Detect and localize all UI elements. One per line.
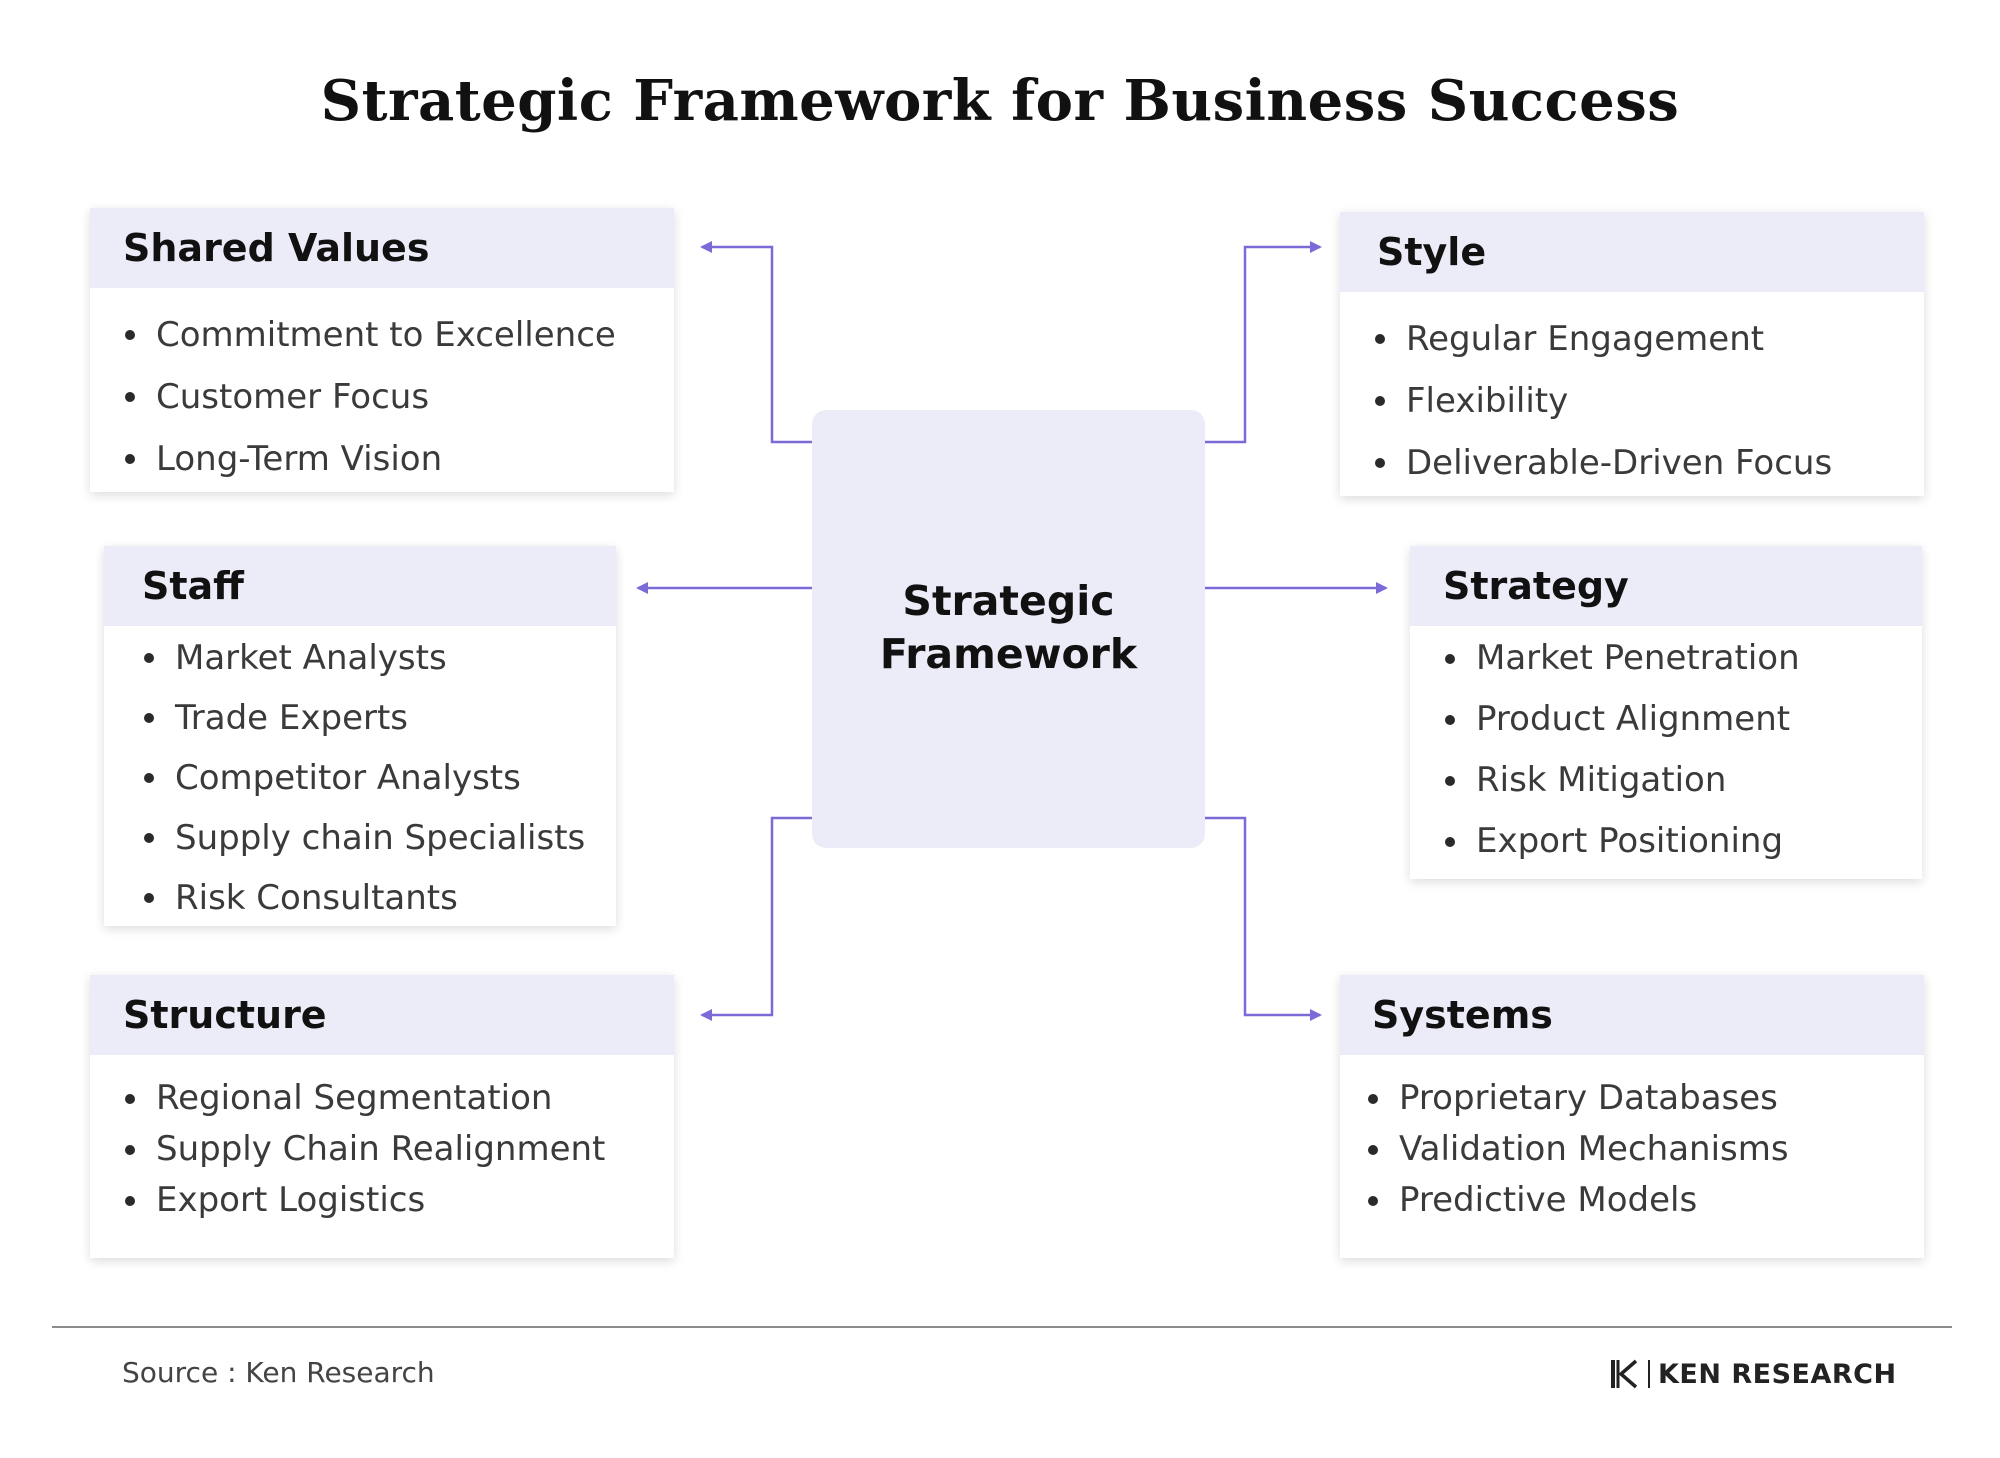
arrow-to-systems bbox=[1205, 816, 1322, 1021]
list-item: Export Positioning bbox=[1443, 811, 1922, 872]
card-list: Regular Engagement Flexibility Deliverab… bbox=[1340, 292, 1924, 494]
card-structure: Structure Regional Segmentation Supply C… bbox=[90, 975, 674, 1258]
logo-text: KEN RESEARCH bbox=[1658, 1358, 1897, 1390]
card-list: Regional Segmentation Supply Chain Reali… bbox=[90, 1055, 674, 1226]
card-strategy: Strategy Market Penetration Product Alig… bbox=[1410, 546, 1922, 879]
list-item: Long-Term Vision bbox=[123, 428, 674, 490]
list-item: Risk Consultants bbox=[142, 868, 616, 928]
card-list: Market Penetration Product Alignment Ris… bbox=[1410, 626, 1922, 872]
list-item: Commitment to Excellence bbox=[123, 304, 674, 366]
arrow-to-shared-values bbox=[700, 241, 812, 444]
list-item: Product Alignment bbox=[1443, 689, 1922, 750]
list-item: Regular Engagement bbox=[1373, 308, 1924, 370]
ken-logo-icon bbox=[1611, 1359, 1638, 1389]
footer-divider bbox=[52, 1326, 1952, 1328]
card-shared-values: Shared Values Commitment to Excellence C… bbox=[90, 208, 674, 492]
list-item: Regional Segmentation bbox=[123, 1073, 674, 1124]
page-title: Strategic Framework for Business Success bbox=[320, 68, 1680, 134]
list-item: Risk Mitigation bbox=[1443, 750, 1922, 811]
center-node: Strategic Framework bbox=[812, 410, 1205, 848]
center-label: Strategic Framework bbox=[879, 577, 1138, 678]
card-heading: Staff bbox=[104, 546, 616, 626]
list-item: Competitor Analysts bbox=[142, 748, 616, 808]
list-item: Proprietary Databases bbox=[1366, 1073, 1924, 1124]
source-note: Source : Ken Research bbox=[122, 1356, 435, 1389]
list-item: Export Logistics bbox=[123, 1175, 674, 1226]
list-item: Trade Experts bbox=[142, 688, 616, 748]
card-style: Style Regular Engagement Flexibility Del… bbox=[1340, 212, 1924, 496]
card-heading: Structure bbox=[90, 975, 674, 1055]
card-heading: Strategy bbox=[1410, 546, 1922, 626]
list-item: Validation Mechanisms bbox=[1366, 1124, 1924, 1175]
logo-divider bbox=[1648, 1360, 1650, 1388]
list-item: Deliverable-Driven Focus bbox=[1373, 432, 1924, 494]
list-item: Predictive Models bbox=[1366, 1175, 1924, 1226]
list-item: Market Analysts bbox=[142, 628, 616, 688]
list-item: Customer Focus bbox=[123, 366, 674, 428]
card-staff: Staff Market Analysts Trade Experts Comp… bbox=[104, 546, 616, 926]
list-item: Supply chain Specialists bbox=[142, 808, 616, 868]
card-list: Proprietary Databases Validation Mechani… bbox=[1340, 1055, 1924, 1226]
list-item: Market Penetration bbox=[1443, 628, 1922, 689]
card-systems: Systems Proprietary Databases Validation… bbox=[1340, 975, 1924, 1258]
list-item: Flexibility bbox=[1373, 370, 1924, 432]
card-heading: Systems bbox=[1340, 975, 1924, 1055]
arrow-to-structure bbox=[700, 816, 812, 1021]
card-heading: Shared Values bbox=[90, 208, 674, 288]
ken-research-logo: KEN RESEARCH bbox=[1610, 1358, 1897, 1390]
card-list: Market Analysts Trade Experts Competitor… bbox=[104, 626, 616, 928]
list-item: Supply Chain Realignment bbox=[123, 1124, 674, 1175]
arrow-to-style bbox=[1205, 241, 1322, 444]
card-list: Commitment to Excellence Customer Focus … bbox=[90, 288, 674, 490]
card-heading: Style bbox=[1340, 212, 1924, 292]
